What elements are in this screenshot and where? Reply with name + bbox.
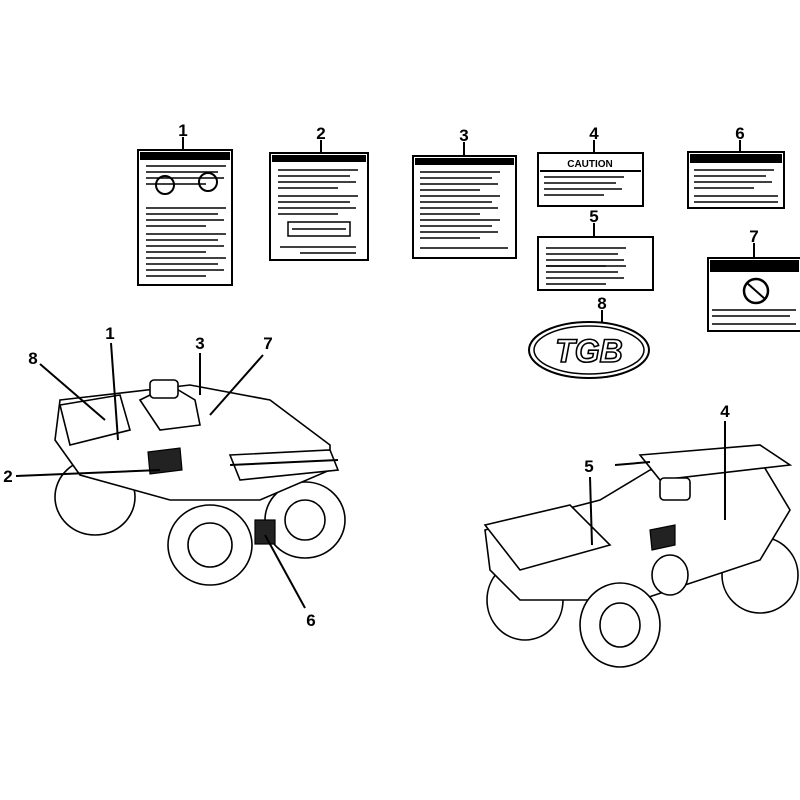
warning-symbol-icon (155, 175, 175, 195)
decal-7[interactable]: 7 (707, 227, 800, 332)
callout-number: 6 (306, 611, 315, 630)
decal-4-caution[interactable]: 4 CAUTION (537, 124, 644, 207)
decal-6[interactable]: 6 (687, 124, 785, 209)
decal-2[interactable]: 2 (269, 124, 369, 261)
decal-1[interactable]: 1 (137, 121, 233, 286)
warning-symbol-icon (198, 172, 218, 192)
atv-left-view (54, 379, 346, 586)
decal-3[interactable]: 3 (412, 126, 517, 259)
left-atv-callouts: 8 1 3 7 2 6 (3, 324, 315, 630)
caution-heading: CAUTION (567, 159, 613, 170)
callout-number: 7 (263, 334, 272, 353)
callout-number: 4 (589, 124, 599, 143)
decal-8-tgb-logo[interactable]: 8 TGB (528, 294, 650, 379)
callout-number: 1 (178, 121, 187, 140)
callout-number: 8 (597, 294, 606, 313)
callout-number: 5 (589, 207, 598, 226)
right-atv-callouts: 5 4 (584, 402, 730, 546)
callout-number: 2 (316, 124, 325, 143)
no-passenger-icon (742, 277, 770, 305)
callout-number: 2 (3, 467, 12, 486)
callout-number: 8 (28, 349, 37, 368)
callout-number: 3 (459, 126, 468, 145)
atv-right-view (483, 444, 799, 668)
callout-number: 3 (195, 334, 204, 353)
callout-number: 6 (735, 124, 744, 143)
callout-number: 7 (749, 227, 758, 246)
callout-number: 4 (720, 402, 730, 421)
decal-5[interactable]: 5 (537, 207, 654, 291)
tgb-logo-text: TGB (555, 333, 623, 369)
callout-number: 1 (105, 324, 114, 343)
callout-number: 5 (584, 457, 593, 476)
